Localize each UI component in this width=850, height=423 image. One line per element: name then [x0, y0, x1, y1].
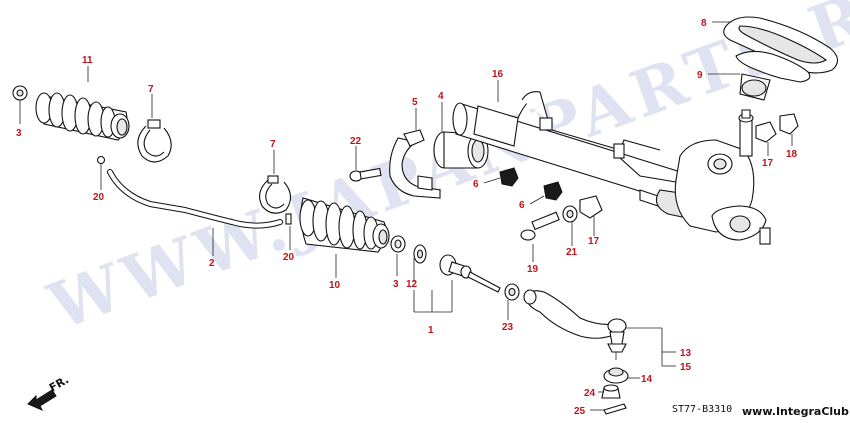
callout-10: 10 [329, 280, 341, 291]
callout-20-left: 20 [93, 192, 105, 203]
steering-rack-housing [452, 91, 711, 223]
boot-clamp-upper [137, 119, 172, 163]
nut-middle [390, 235, 406, 253]
callout-9: 9 [697, 70, 703, 81]
callout-25: 25 [574, 406, 586, 417]
callout-17-upper: 17 [762, 158, 774, 169]
callout-17-lower: 17 [588, 236, 600, 247]
callout-7-lower: 7 [270, 139, 276, 150]
clip-left [96, 155, 106, 165]
callout-6-upper: 6 [473, 179, 479, 190]
diagram-code: ST77-B3310 [672, 404, 732, 415]
callout-5: 5 [412, 97, 418, 108]
front-label: FR. [47, 373, 71, 394]
callout-13: 13 [680, 348, 692, 359]
callouts: 1 2 3 3 4 5 6 6 7 7 8 9 10 11 12 13 14 1… [16, 18, 798, 417]
callout-12: 12 [406, 279, 418, 290]
callout-21: 21 [566, 247, 578, 258]
callout-23: 23 [502, 322, 514, 333]
callout-4: 4 [438, 91, 444, 102]
mounting-bracket [389, 129, 441, 199]
lock-washer [413, 244, 427, 264]
castle-nut [601, 384, 621, 399]
front-arrow-icon [27, 389, 57, 411]
callout-7-upper: 7 [148, 84, 154, 95]
callout-8: 8 [701, 18, 707, 29]
callout-15: 15 [680, 362, 692, 373]
nut-left [12, 85, 28, 101]
mount-cap [779, 113, 799, 135]
callout-22: 22 [350, 136, 362, 147]
callout-14: 14 [641, 374, 653, 385]
cotter-pin [603, 403, 627, 415]
boot-clamp-lower [259, 175, 292, 214]
mount-cushion-upper [755, 121, 777, 143]
bracket-bolt [349, 167, 382, 182]
tie-rod-end [523, 289, 627, 360]
tie-rod [439, 254, 501, 293]
site-label: www.IntegraClub.ru [742, 405, 850, 418]
callout-24: 24 [584, 388, 596, 399]
callout-18: 18 [786, 149, 798, 160]
pinion-shaft [738, 109, 754, 157]
callout-6-lower: 6 [519, 200, 525, 211]
callout-19: 19 [527, 264, 539, 275]
small-bracket-lower [543, 181, 563, 201]
callout-3-middle: 3 [393, 279, 399, 290]
mount-cushion-lower [579, 195, 603, 219]
callout-3-left: 3 [16, 128, 22, 139]
front-direction-indicator: FR. [27, 373, 71, 411]
callout-11: 11 [82, 55, 93, 66]
ball-joint-boot [603, 367, 629, 384]
callout-20-right: 20 [283, 252, 295, 263]
gearbox-bolt [520, 211, 560, 241]
breather-tube [107, 169, 283, 229]
steering-boot-right [299, 197, 390, 253]
grommet-cover [723, 16, 839, 74]
callout-2: 2 [209, 258, 215, 269]
tie-rod-lock-nut [504, 283, 520, 301]
leader-lines [19, 21, 793, 411]
pinion-grommet [735, 50, 811, 101]
steering-boot-left [35, 92, 130, 141]
gearbox-washer [562, 205, 578, 223]
valve-body [674, 139, 771, 245]
small-bracket-upper [499, 167, 519, 187]
callout-1: 1 [428, 325, 434, 336]
clip-right [285, 213, 292, 225]
callout-16: 16 [492, 69, 504, 80]
